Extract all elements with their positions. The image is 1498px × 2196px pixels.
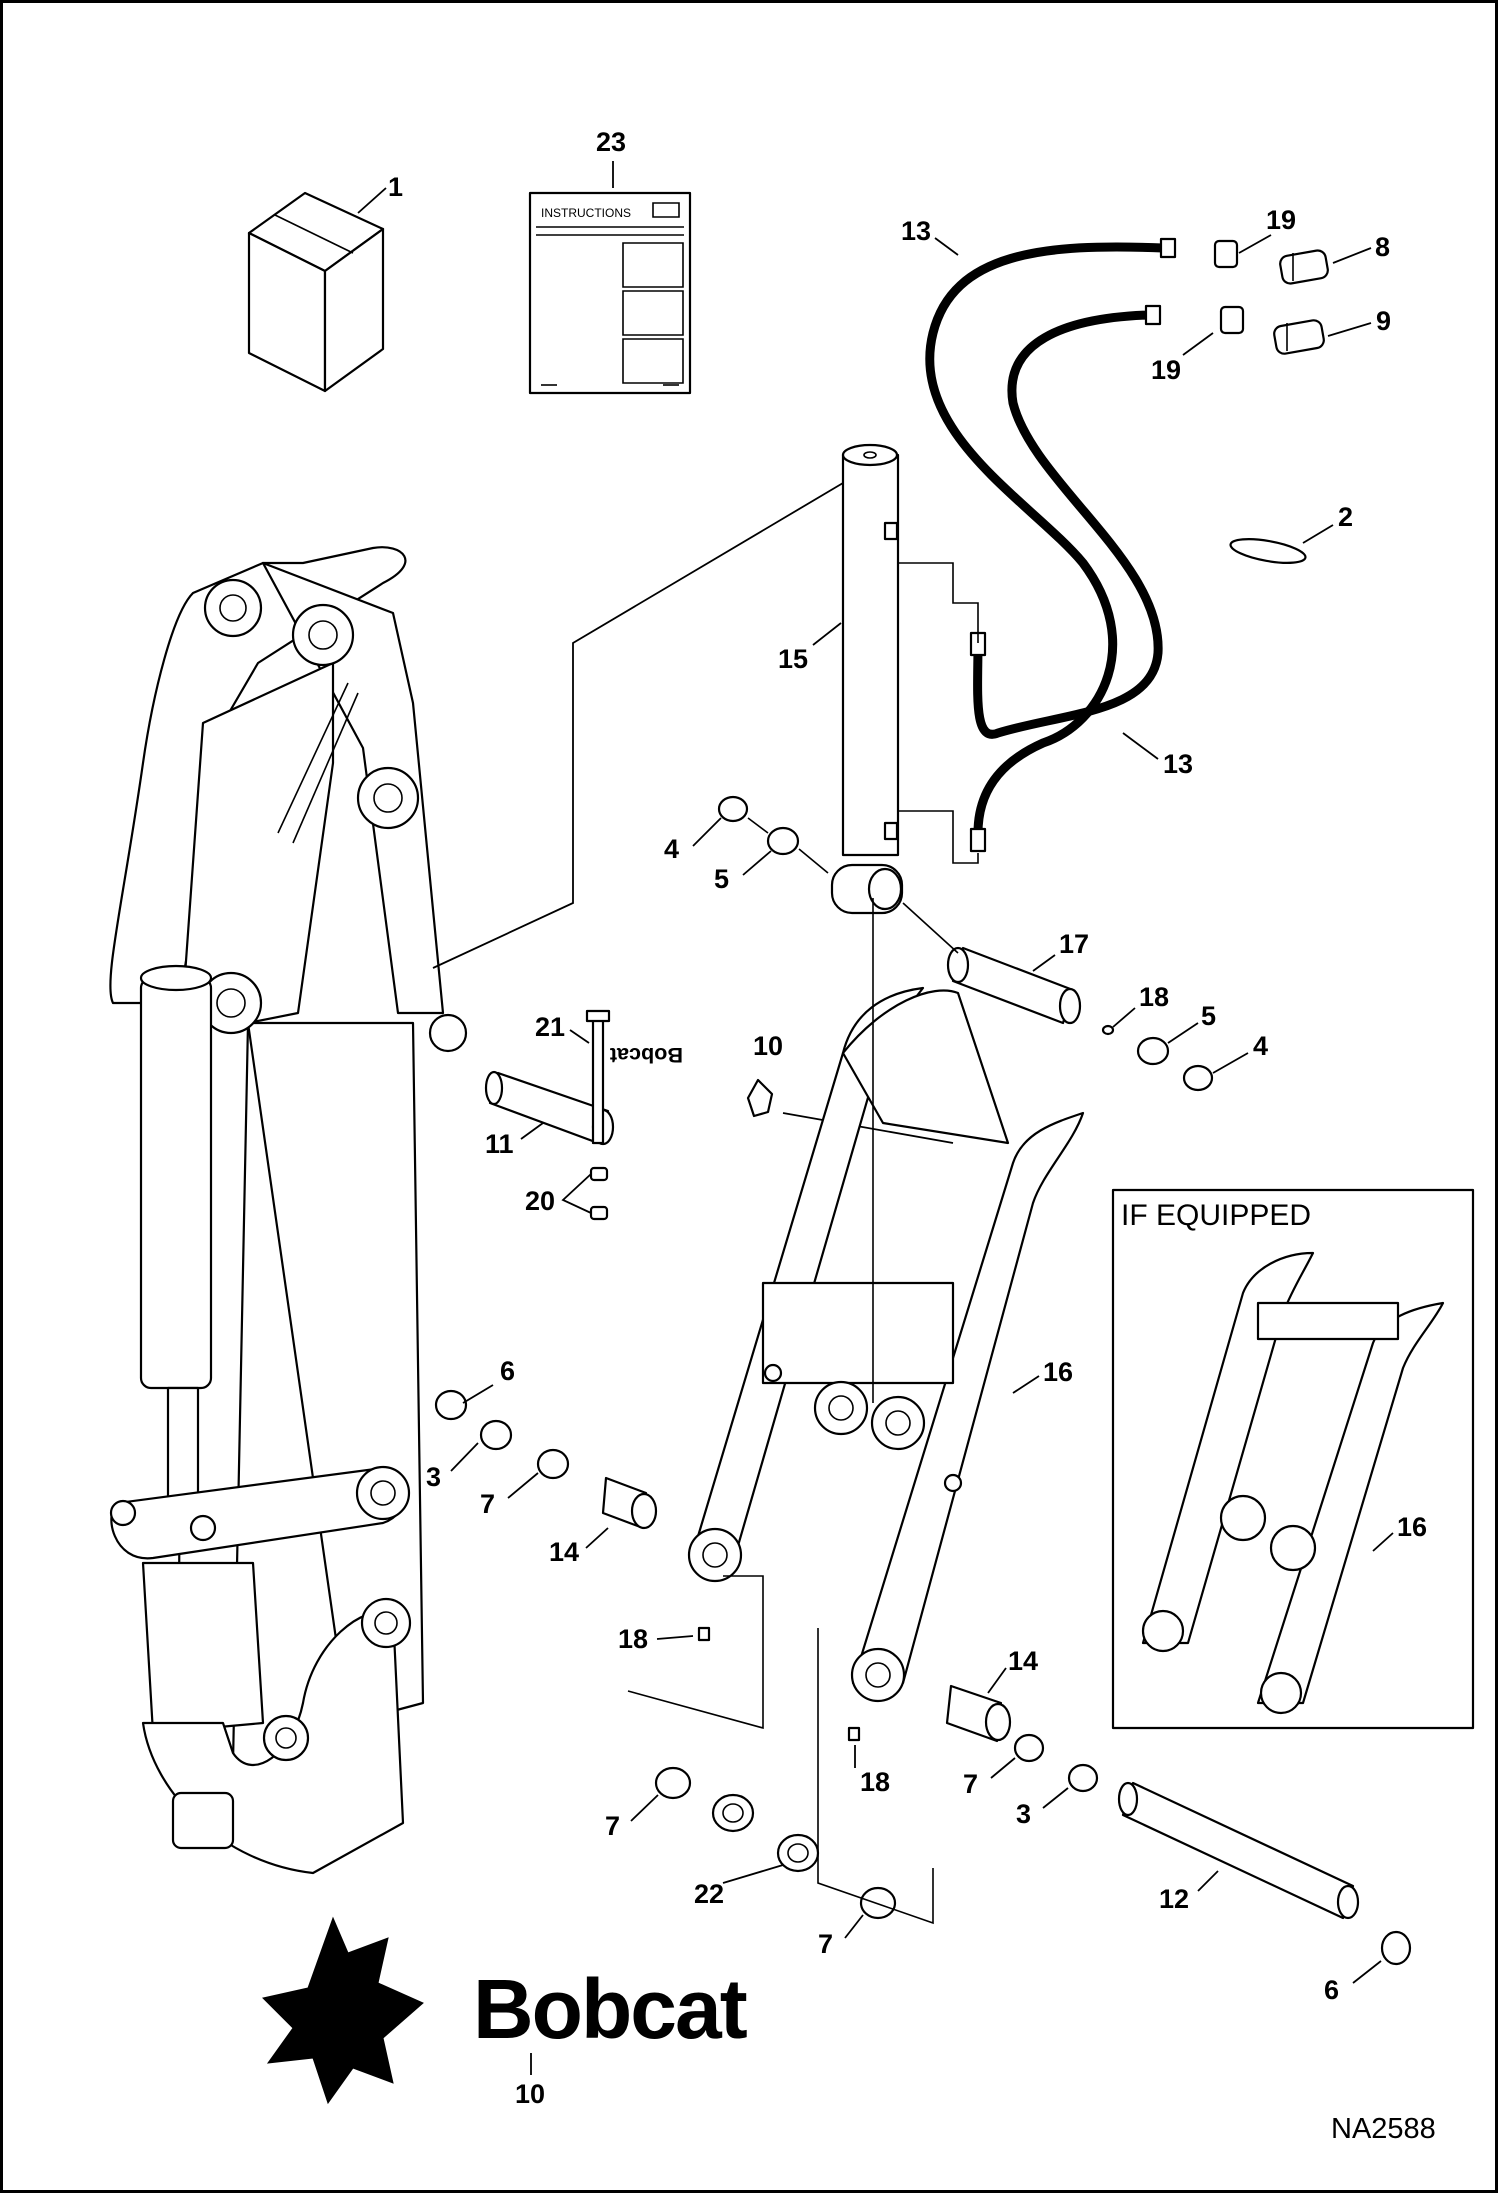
callout-7-right: 7 — [963, 1769, 978, 1799]
callout-19-top: 19 — [1266, 205, 1296, 235]
callout-14-right: 14 — [1008, 1646, 1038, 1676]
callout-7-bottom-right: 7 — [818, 1929, 833, 1959]
callout-6-right: 6 — [1324, 1975, 1339, 2005]
part-box — [249, 193, 383, 391]
bobcat-logo: Bobcat — [263, 1918, 749, 2103]
part-cable-tie — [1229, 535, 1307, 568]
instructions-label: INSTRUCTIONS — [541, 206, 631, 220]
leader-boom-cylinder — [433, 483, 843, 968]
diagram-canvas: INSTRUCTIONS — [3, 127, 1498, 2145]
callout-10-logo: 10 — [515, 2079, 545, 2109]
part-linkage — [111, 1467, 410, 1873]
callout-18-top: 18 — [1139, 982, 1169, 1012]
callout-2: 2 — [1338, 502, 1353, 532]
callout-23: 23 — [596, 127, 626, 157]
callout-3-left: 3 — [426, 1462, 441, 1492]
callout-9: 9 — [1376, 306, 1391, 336]
callout-13-top: 13 — [901, 216, 931, 246]
callout-10-decal: 10 — [753, 1031, 783, 1061]
callout-14-left: 14 — [549, 1537, 579, 1567]
callout-13-bottom: 13 — [1163, 749, 1193, 779]
part-bolt-21 — [587, 1011, 609, 1143]
part-pin-17 — [903, 903, 1080, 1023]
part-instructions-sheet: INSTRUCTIONS — [530, 193, 690, 393]
callout-3-right: 3 — [1016, 1799, 1031, 1829]
callout-18-left: 18 — [618, 1624, 648, 1654]
part-hoses — [930, 239, 1175, 851]
decal-small-text: Bobcat — [610, 1043, 683, 1068]
callout-4-left: 4 — [664, 834, 679, 864]
drawing-number: NA2588 — [1331, 2113, 1436, 2145]
callout-22: 22 — [694, 1879, 724, 1909]
part-nuts-20 — [591, 1168, 607, 1219]
callout-5-right: 5 — [1201, 1001, 1216, 1031]
callout-16-main: 16 — [1043, 1357, 1073, 1387]
callout-20: 20 — [525, 1186, 555, 1216]
bobcat-wordmark: Bobcat — [473, 1962, 747, 2056]
part-grease-fittings — [699, 1628, 859, 1740]
callout-16-equipped: 16 — [1397, 1512, 1427, 1542]
callout-4-right: 4 — [1253, 1031, 1268, 1061]
part-adapters-couplers — [1215, 241, 1329, 355]
callout-6-left: 6 — [500, 1356, 515, 1386]
callout-21: 21 — [535, 1012, 565, 1042]
callout-19-bottom: 19 — [1151, 355, 1181, 385]
callout-7-left: 7 — [480, 1489, 495, 1519]
part-thumb — [689, 898, 1083, 1701]
callout-1: 1 — [388, 172, 403, 202]
callout-5-left: 5 — [714, 864, 729, 894]
callouts: 1 23 13 19 8 9 19 2 15 13 4 5 17 18 5 4 … — [358, 127, 1427, 2109]
callout-15: 15 — [778, 644, 808, 674]
callout-18-right: 18 — [860, 1767, 890, 1797]
part-bottom-washers — [628, 1576, 933, 1923]
callout-8: 8 — [1375, 232, 1390, 262]
if-equipped-box: IF EQUIPPED — [1113, 1190, 1473, 1728]
part-right-bushings — [947, 1686, 1410, 1964]
callout-12: 12 — [1159, 1884, 1189, 1914]
if-equipped-title: IF EQUIPPED — [1121, 1199, 1311, 1232]
part-decal-small: Bobcat — [610, 1043, 953, 1143]
callout-17: 17 — [1059, 929, 1089, 959]
callout-11: 11 — [485, 1129, 514, 1159]
part-left-bushings — [436, 1391, 656, 1528]
part-rings-top — [719, 797, 1212, 1090]
part-cylinder — [832, 445, 978, 913]
callout-7-bottom-left: 7 — [605, 1811, 620, 1841]
